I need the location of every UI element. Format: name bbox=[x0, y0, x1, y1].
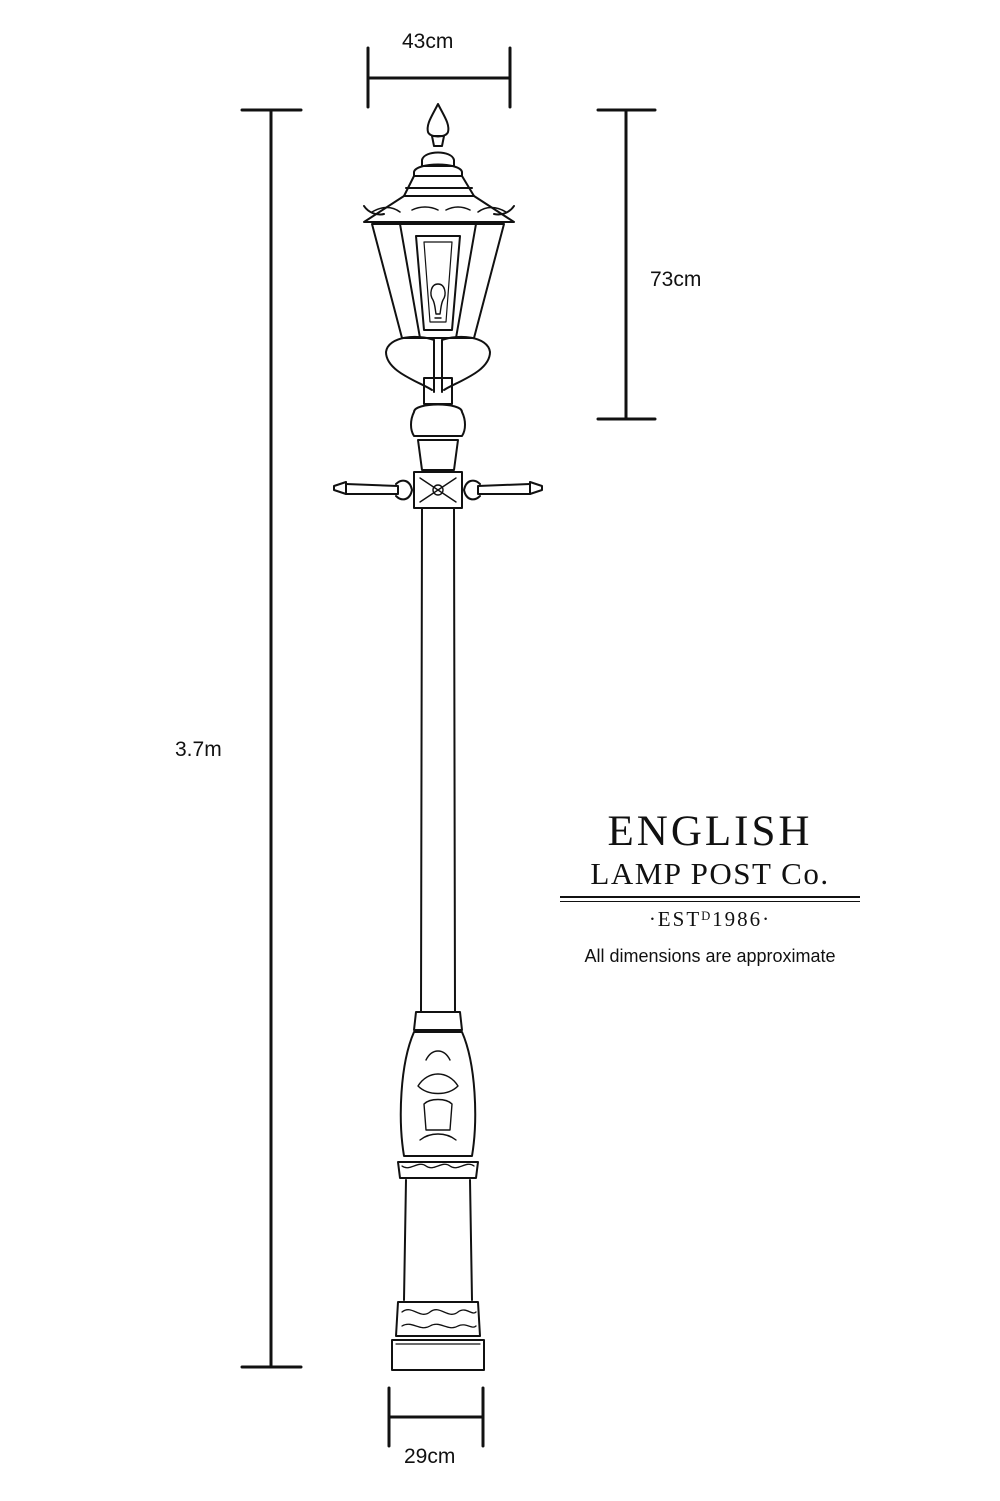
dimension-base-width bbox=[387, 1386, 485, 1448]
shaft bbox=[420, 507, 456, 1013]
approximate-dimensions-note: All dimensions are approximate bbox=[584, 946, 836, 966]
total-height-label: 3.7m bbox=[175, 738, 222, 761]
lantern-height-label: 73cm bbox=[650, 268, 702, 291]
logo-line-lamp-post: LAMP POST Co. bbox=[590, 856, 830, 891]
upper-collar bbox=[410, 377, 466, 471]
dimension-top-width bbox=[366, 46, 512, 109]
base-width-label: 29cm bbox=[404, 1445, 456, 1468]
dimension-lantern-height bbox=[596, 108, 657, 421]
ornamental-base bbox=[391, 1011, 485, 1371]
logo-rule-thin bbox=[560, 901, 860, 902]
logo-line-english: ENGLISH bbox=[607, 808, 813, 855]
company-logo: ENGLISH LAMP POST Co. ·ESTᴰ1986· bbox=[558, 808, 862, 932]
logo-established: ·ESTᴰ1986· bbox=[648, 907, 772, 931]
lantern bbox=[363, 103, 515, 393]
top-width-label: 43cm bbox=[402, 30, 454, 53]
logo-rule bbox=[560, 896, 860, 898]
cross-arm bbox=[333, 471, 543, 509]
dimension-total-height bbox=[240, 108, 303, 1369]
